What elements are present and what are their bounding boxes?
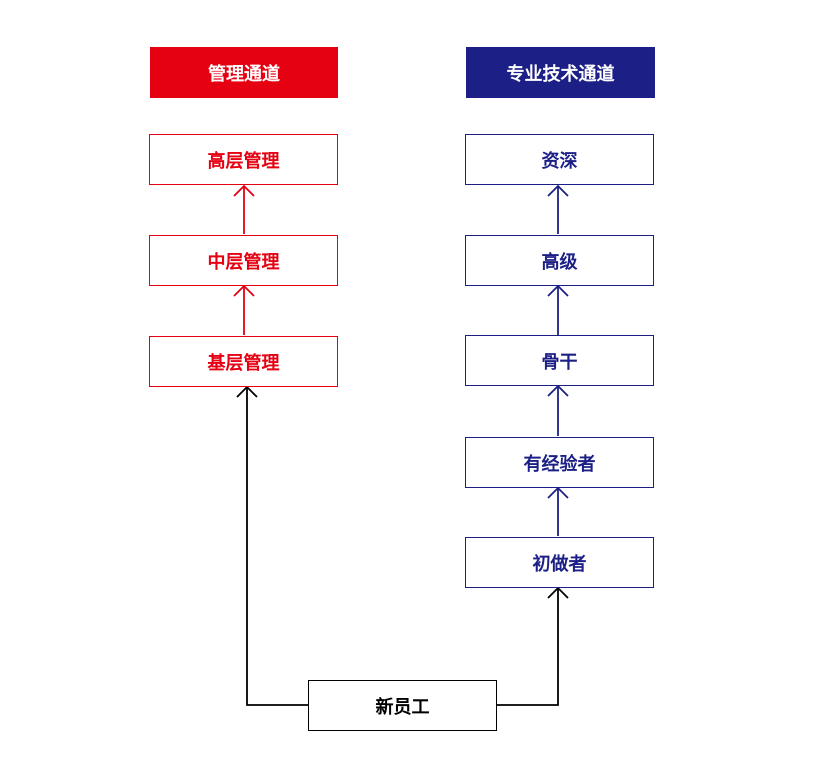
management-header: 管理通道 [150, 47, 338, 98]
arrowhead-beginner-to-experienced [547, 486, 569, 499]
arrowhead-experienced-to-backbone [547, 384, 569, 397]
arrowhead-senior-to-expert [547, 184, 569, 197]
node-mid-management: 中层管理 [149, 235, 338, 286]
arrowhead-mid-to-high [233, 184, 255, 197]
node-high-management: 高层管理 [149, 134, 338, 185]
node-tech-expert: 资深 [465, 134, 654, 185]
node-tech-senior: 高级 [465, 235, 654, 286]
node-new-employee: 新员工 [308, 680, 497, 731]
arrow-start-to-technical [497, 588, 559, 706]
arrowhead-start-to-technical [547, 586, 569, 599]
arrowhead-start-to-management [236, 385, 258, 398]
node-tech-beginner: 初做者 [465, 537, 654, 588]
technical-header: 专业技术通道 [466, 47, 655, 98]
node-base-management: 基层管理 [149, 336, 338, 387]
arrow-start-to-management [246, 387, 308, 706]
arrowhead-base-to-mid [233, 284, 255, 297]
node-tech-backbone: 骨干 [465, 335, 654, 386]
arrowhead-backbone-to-senior [547, 284, 569, 297]
node-tech-experienced: 有经验者 [465, 437, 654, 488]
